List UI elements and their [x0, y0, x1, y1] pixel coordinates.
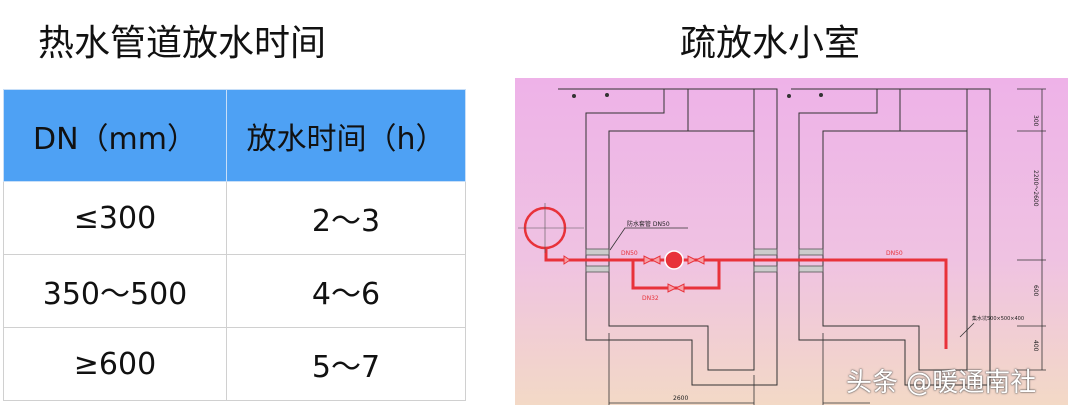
cell-time: 4～6	[226, 254, 466, 328]
watermark: 头条 @暖通南社	[846, 368, 1037, 398]
table-row: 350～500 4～6	[3, 254, 466, 328]
cell-dn: ≤300	[3, 181, 227, 255]
crosshair	[518, 203, 584, 253]
pit-label: 集水坑500×500×400	[972, 315, 1024, 322]
cell-dn: 350～500	[3, 254, 227, 328]
cell-dn: ≥600	[3, 327, 227, 401]
table-row: ≥600 5～7	[3, 327, 466, 401]
cell-time: 5～7	[226, 327, 466, 401]
drawing-background	[515, 78, 1068, 405]
sleeve-label: 防水套管 DN50	[627, 220, 670, 228]
bypass-label: DN32	[642, 295, 659, 302]
pipe-label-left: DN50	[621, 250, 638, 257]
table-title: 热水管道放水时间	[38, 23, 327, 64]
dimension-lines	[608, 88, 1046, 405]
header-time: 放水时间（h）	[226, 89, 466, 182]
table-row: ≤300 2～3	[3, 181, 466, 255]
chamber-walls	[558, 88, 991, 386]
valve-icons	[563, 255, 705, 293]
drain-chamber-drawing: 防水套管 DN50 DN50 DN50 DN32 2600 集水坑500×500…	[515, 78, 1068, 405]
width-dim-label: 2600	[673, 395, 688, 402]
anchor-marks	[572, 93, 823, 98]
dim-2200-2600: 2200～2600	[1032, 170, 1039, 207]
diagram-title: 疏放水小室	[680, 23, 861, 64]
pump-icon	[664, 250, 684, 270]
dim-300: 300	[1032, 115, 1039, 127]
drain-time-table: DN（mm） 放水时间（h） ≤300 2～3 350～500 4～6 ≥600…	[3, 89, 466, 401]
dim-400: 400	[1032, 340, 1039, 352]
header-dn: DN（mm）	[3, 89, 227, 182]
cell-time: 2～3	[226, 181, 466, 255]
table-header-row: DN（mm） 放水时间（h）	[3, 89, 466, 182]
dim-600: 600	[1032, 285, 1039, 297]
wall-sleeves	[585, 248, 824, 273]
pipe-label-right: DN50	[886, 250, 903, 257]
